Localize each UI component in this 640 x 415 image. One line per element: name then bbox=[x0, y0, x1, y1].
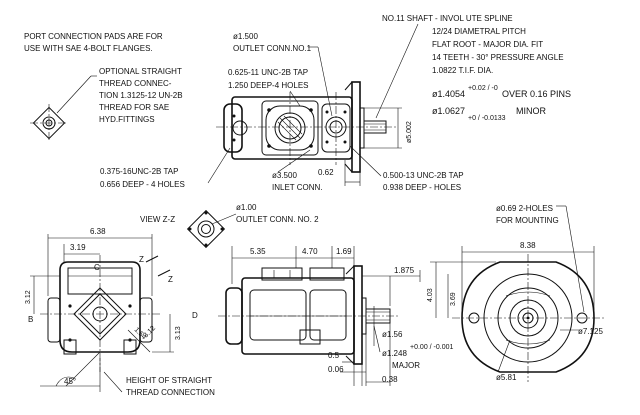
minor-tol: +0 / -0.0133 bbox=[468, 115, 506, 122]
left-end-view bbox=[40, 255, 160, 372]
shaft-spec-line3: FLAT ROOT - MAJOR DIA. FIT bbox=[432, 40, 543, 49]
optional-thread-leader bbox=[56, 75, 92, 114]
optional-thread-note-line5: HYD.FITTINGS bbox=[99, 115, 155, 124]
shaft-spec-line5: 1.0822 T.I.F. DIA. bbox=[432, 66, 493, 75]
label-z2: Z bbox=[168, 275, 173, 284]
dim-1-875: 1.875 bbox=[394, 266, 415, 275]
outlet1-label: OUTLET CONN.NO.1 bbox=[233, 44, 312, 53]
port-pads-note-line2: USE WITH SAE 4-BOLT FLANGES. bbox=[24, 44, 153, 53]
optional-thread-note-line2: THREAD CONNEC- bbox=[99, 79, 172, 88]
label-major: MAJOR bbox=[392, 361, 420, 370]
dim-3-13: 3.13 bbox=[175, 326, 182, 340]
inlet-label: INLET CONN. bbox=[272, 183, 323, 192]
tap2-line2: 0.656 DEEP - 4 HOLES bbox=[100, 180, 185, 189]
height-note-leader bbox=[103, 371, 123, 393]
dim-1-56: ø1.56 bbox=[382, 330, 403, 339]
mount-holes-line2: FOR MOUNTING bbox=[496, 216, 559, 225]
view-z-port-symbol bbox=[186, 209, 226, 249]
outlet2-label: OUTLET CONN. NO. 2 bbox=[236, 215, 319, 224]
label-c: C bbox=[94, 263, 100, 272]
dim-5-81: ø5.81 bbox=[496, 373, 517, 382]
optional-thread-note-line1: OPTIONAL STRAIGHT bbox=[99, 67, 182, 76]
optional-thread-note-line3: TION 1.3125-12 UN-2B bbox=[99, 91, 183, 100]
tap3-leader bbox=[349, 145, 382, 177]
dim-5-81-leader bbox=[497, 339, 511, 373]
flange-end-view bbox=[452, 254, 604, 382]
optional-thread-note-line4: THREAD FOR SAE bbox=[99, 103, 169, 112]
outlet1-dia: ø1.500 bbox=[233, 32, 258, 41]
inlet-dia: ø3.500 bbox=[272, 171, 297, 180]
dim-0-38: 0.38 bbox=[382, 375, 398, 384]
over-pins-dia: ø1.4054 bbox=[432, 89, 465, 99]
dim-3-12-left: 3.12 bbox=[25, 290, 32, 304]
tap3-line1: 0.500-13 UNC-2B TAP bbox=[383, 171, 464, 180]
shaft-spec-leader bbox=[375, 23, 419, 119]
outlet2-leader bbox=[211, 213, 237, 225]
tap1-line2: 1.250 DEEP-4 HOLES bbox=[228, 81, 308, 90]
outlet2-dia: ø1.00 bbox=[236, 203, 257, 212]
top-view-pump-body bbox=[216, 81, 396, 173]
shaft-spec-line4: 14 TEETH - 30° PRESSURE ANGLE bbox=[432, 53, 564, 62]
inlet-leader bbox=[277, 149, 311, 173]
dim-0-06: 0.06 bbox=[328, 365, 344, 374]
dim-3-12-bottom: 3.12 bbox=[142, 325, 157, 340]
dim-5-35: 5.35 bbox=[250, 247, 266, 256]
label-d: D bbox=[192, 311, 198, 320]
mount-holes-leader bbox=[565, 205, 585, 313]
dim-4-70: 4.70 bbox=[302, 247, 318, 256]
dim-3-69: 3.69 bbox=[450, 292, 457, 306]
tap3-line2: 0.938 DEEP - HOLES bbox=[383, 183, 461, 192]
tap2-line1: 0.375-16UNC-2B TAP bbox=[100, 167, 178, 176]
tap1-line1: 0.625-11 UNC-2B TAP bbox=[228, 68, 308, 77]
minor-text: MINOR bbox=[516, 106, 546, 116]
label-z1: Z bbox=[139, 255, 144, 264]
dim-0-5: 0.5 bbox=[328, 351, 340, 360]
dim-1-69: 1.69 bbox=[336, 247, 352, 256]
tap2-leader bbox=[207, 147, 231, 184]
dim-3-19: 3.19 bbox=[70, 243, 86, 252]
view-z-title: VIEW Z-Z bbox=[140, 215, 175, 224]
dim-6-38: 6.38 bbox=[90, 227, 106, 236]
shaft-spec-line2: 12/24 DIAMETRAL PITCH bbox=[432, 27, 526, 36]
height-note-line1: HEIGHT OF STRAIGHT bbox=[126, 376, 212, 385]
side-view-pump-body bbox=[218, 265, 400, 365]
dim-7-125: ø7.125 bbox=[578, 327, 603, 336]
angle-45: 45° bbox=[64, 377, 76, 386]
mount-holes-line1: ø0.69 2-HOLES bbox=[496, 204, 553, 213]
dim-0-62: 0.62 bbox=[318, 168, 334, 177]
shaft-spec-line1: NO.11 SHAFT - INVOL UTE SPLINE bbox=[382, 14, 513, 23]
tap1-leader bbox=[289, 90, 301, 107]
outlet1-leader bbox=[317, 46, 333, 117]
over-pins-tol: +0.02 / -0 bbox=[468, 85, 498, 92]
dim-8-38: 8.38 bbox=[520, 241, 536, 250]
dim-1-248: ø1.248 bbox=[382, 349, 407, 358]
optional-thread-symbol bbox=[30, 104, 68, 142]
dim-1-248-tol: +0.00 / -0.001 bbox=[410, 344, 454, 351]
height-note-line2: THREAD CONNECTION bbox=[126, 388, 215, 397]
port-pads-note-line1: PORT CONNECTION PADS ARE FOR bbox=[24, 32, 163, 41]
minor-dia: ø1.0627 bbox=[432, 106, 465, 116]
label-b: B bbox=[28, 315, 33, 324]
dim-4-03: 4.03 bbox=[427, 288, 434, 302]
over-pins-text: OVER 0.16 PINS bbox=[502, 89, 571, 99]
dim-pilot-dia: ø5.002 bbox=[406, 121, 413, 143]
